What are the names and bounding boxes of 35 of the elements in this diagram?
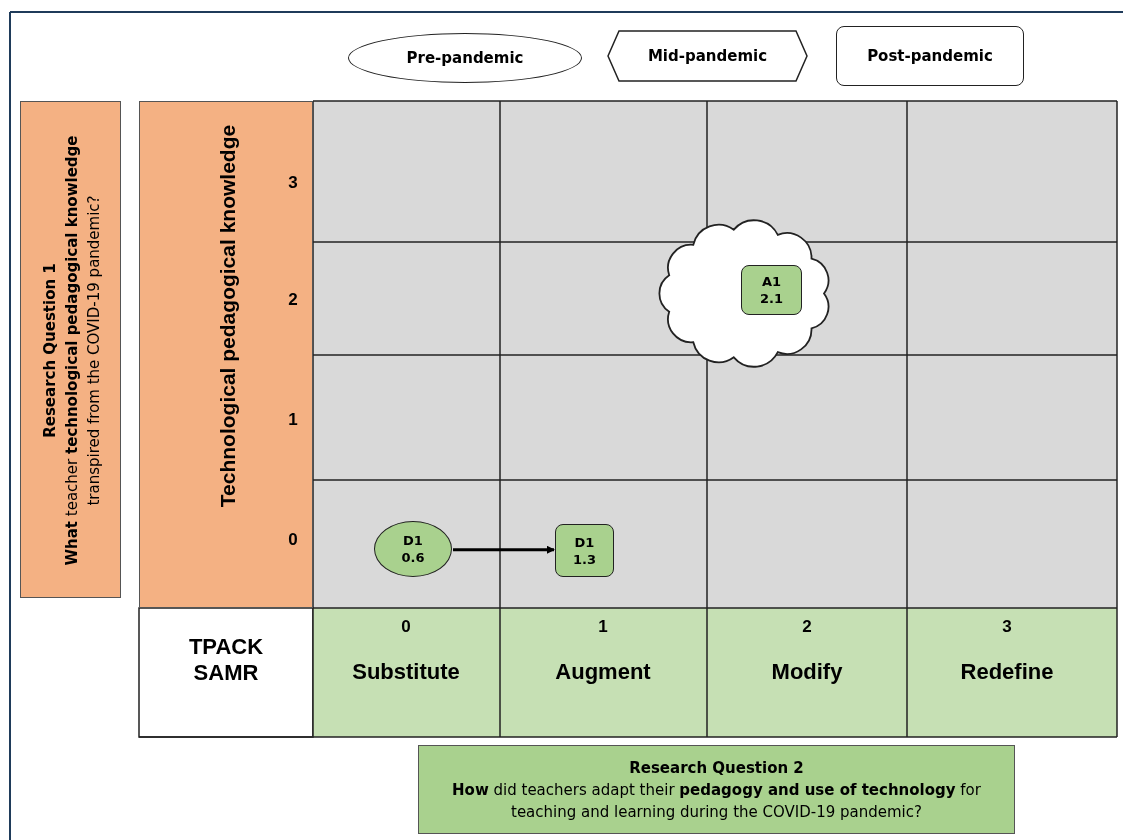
score-value: 2.1: [760, 290, 783, 307]
case-code: Pre-pandemic: [406, 49, 524, 67]
axis-tick: 3: [1002, 617, 1012, 637]
samr-level-label: Augment: [555, 659, 651, 685]
case-code: Post-pandemic: [867, 47, 993, 65]
axis-tick: 2: [802, 617, 812, 637]
samr-level-label: Modify: [771, 659, 843, 685]
score-box: [741, 265, 802, 315]
axis-band: [139, 101, 313, 608]
question-heading: Research Question 1: [39, 262, 60, 440]
score-value: 0.6: [401, 549, 425, 566]
axis-tick: 0: [288, 530, 298, 550]
samr-level-label: Substitute: [352, 659, 460, 685]
axis-tick: 3: [288, 173, 298, 193]
case-code: A1: [761, 273, 782, 290]
score-box: [555, 524, 614, 577]
axis-tick: 1: [288, 410, 298, 430]
axis-title: Technological pedagogical knowledge: [215, 124, 239, 507]
question-text: What teacher technological pedagogical knowledge transpired from the COVID-19 pandemic?: [61, 134, 104, 568]
case-code: Mid-pandemic: [647, 47, 768, 65]
axis-tick: 0: [401, 617, 411, 637]
axis-tick: 2: [288, 290, 298, 310]
research-question-panel: [20, 101, 121, 598]
score-value: 1.3: [573, 550, 596, 568]
arrow: [453, 545, 555, 554]
case-code: D1: [403, 532, 423, 549]
post-pandemic-box: [836, 26, 1024, 86]
samr-level-label: Redefine: [960, 659, 1054, 685]
case-code: D1: [574, 533, 595, 551]
mid-pandemic-hexagon: [607, 30, 808, 82]
question-heading: Research Question 2: [628, 757, 805, 779]
table-header: TPACK SAMR: [187, 634, 265, 686]
axis-tick: 1: [598, 617, 608, 637]
research-question-panel: [418, 745, 1015, 834]
question-text: How did teachers adapt their pedagogy and use of technology for teaching and learning during the COVID-19 pandemic?: [451, 779, 982, 823]
